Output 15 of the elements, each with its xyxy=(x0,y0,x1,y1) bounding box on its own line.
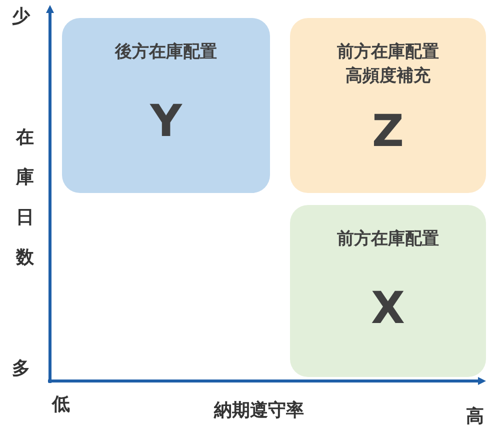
quadrant-letter: X xyxy=(370,283,406,334)
quadrant-letter: Y xyxy=(149,96,184,147)
quadrant-box xyxy=(290,18,486,193)
quadrant-title: 前方在庫配置 xyxy=(336,228,440,251)
axis-end-label: 多 xyxy=(12,357,30,380)
quadrant-title: 前方在庫配置高頻度補充 xyxy=(336,41,440,88)
quadrant-box xyxy=(62,18,270,193)
axis-title: 納期遵守率 xyxy=(214,399,304,422)
quadrant-title: 後方在庫配置 xyxy=(114,41,218,64)
quadrant-letter: Z xyxy=(371,106,405,157)
quadrant-box xyxy=(290,205,486,377)
axis-end-label: 高 xyxy=(466,405,484,428)
axis-end-label: 低 xyxy=(52,393,70,416)
axis-title: 在庫日数 xyxy=(14,126,35,270)
axis-end-label: 少 xyxy=(12,5,30,28)
